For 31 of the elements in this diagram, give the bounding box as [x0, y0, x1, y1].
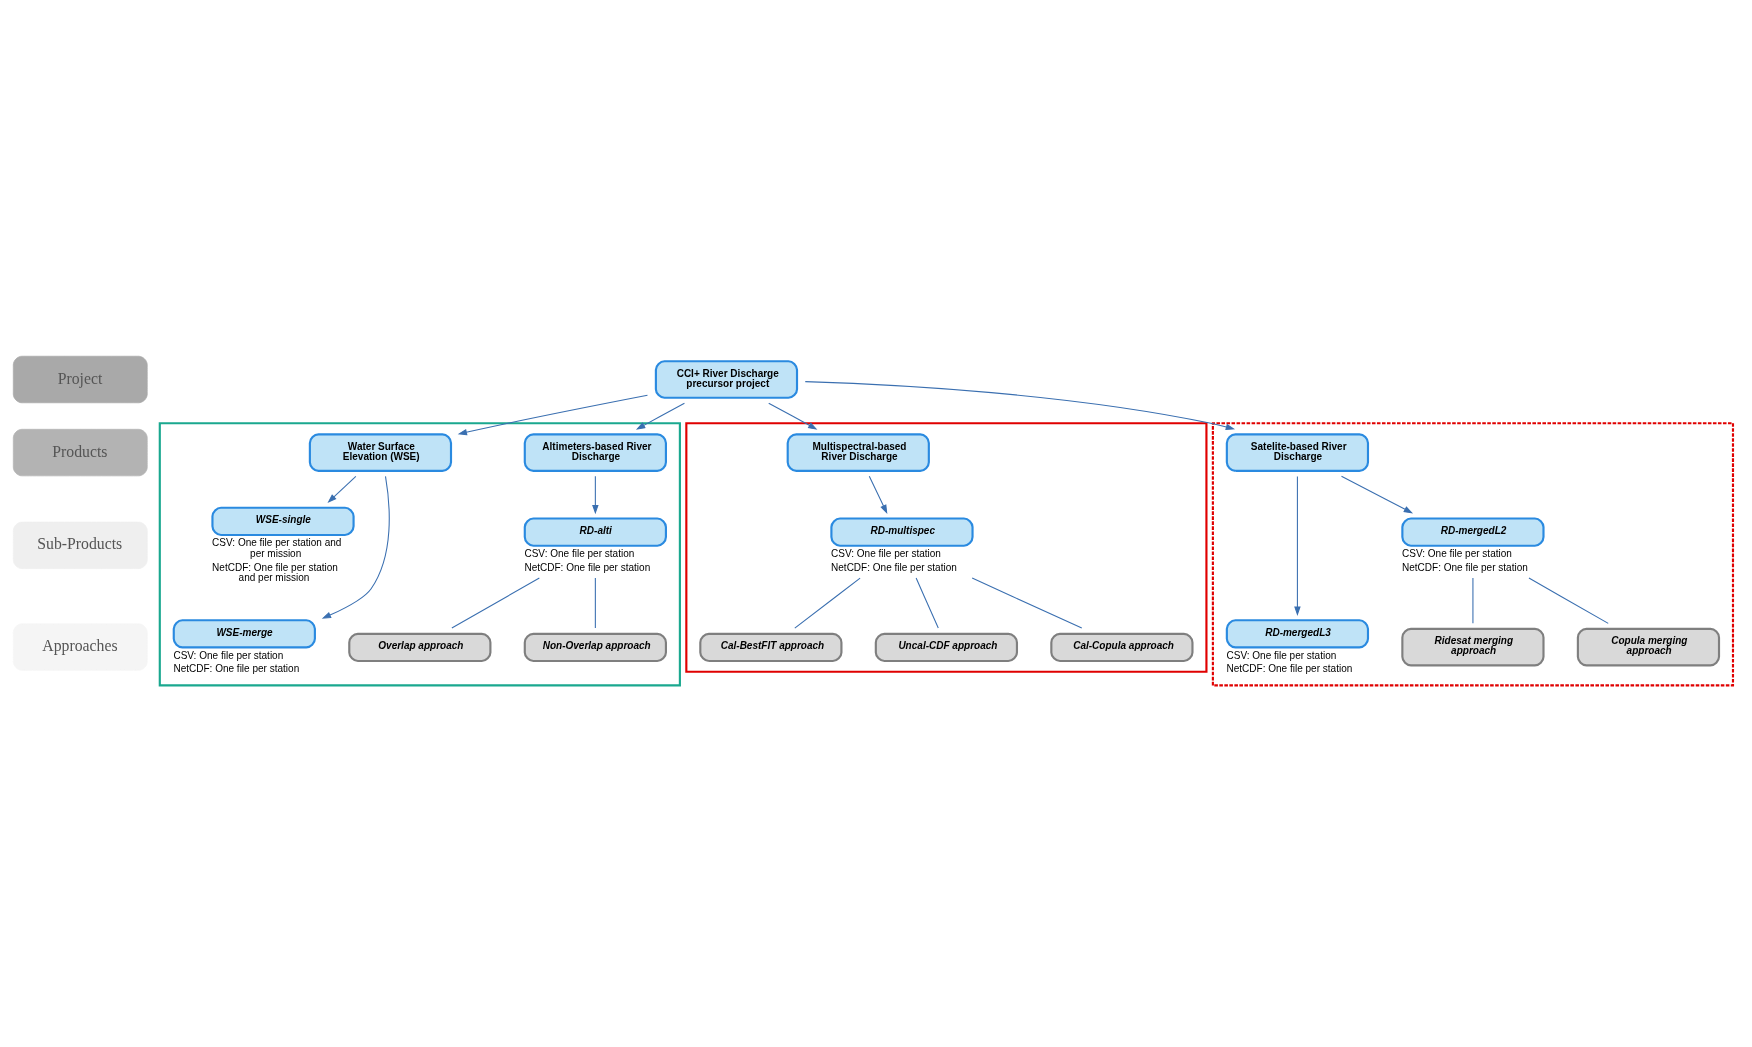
- node-label: NetCDF: One file per station and per mission: [212, 561, 338, 584]
- arrow: [635, 402, 685, 430]
- node-label: NetCDF: One file per station: [1226, 663, 1353, 675]
- arrow: [1294, 475, 1301, 616]
- node-box: Products: [12, 428, 148, 477]
- node-label: CSV: One file per station: [831, 547, 941, 559]
- arrow: [804, 381, 1236, 430]
- arrow: [868, 475, 888, 515]
- connector: [971, 577, 1083, 629]
- arrow: [592, 475, 599, 515]
- arrow: [321, 475, 390, 619]
- node-label: CSV: One file per station: [1226, 649, 1337, 661]
- connector: [1528, 577, 1609, 624]
- connector: [794, 577, 861, 629]
- connector: [451, 577, 540, 629]
- node-label: NetCDF: One file per station: [1402, 561, 1528, 573]
- arrow: [1340, 475, 1414, 514]
- node-label: NetCDF: One file per station: [831, 561, 957, 573]
- arrow: [327, 475, 357, 503]
- node-label: CSV: One file per station: [1402, 547, 1512, 559]
- arrow: [457, 394, 648, 436]
- connector: [1472, 577, 1474, 624]
- node-label: CSV: One file per station: [524, 547, 635, 559]
- node-label: NetCDF: One file per station: [173, 663, 300, 675]
- node-label: CSV: One file per station and per mission: [212, 537, 342, 559]
- node-label: CSV: One file per station: [173, 649, 284, 661]
- connector: [594, 577, 596, 629]
- node-label: NetCDF: One file per station: [524, 561, 651, 573]
- node-box: Project: [12, 355, 148, 404]
- arrow: [768, 402, 818, 430]
- connector: [915, 577, 939, 629]
